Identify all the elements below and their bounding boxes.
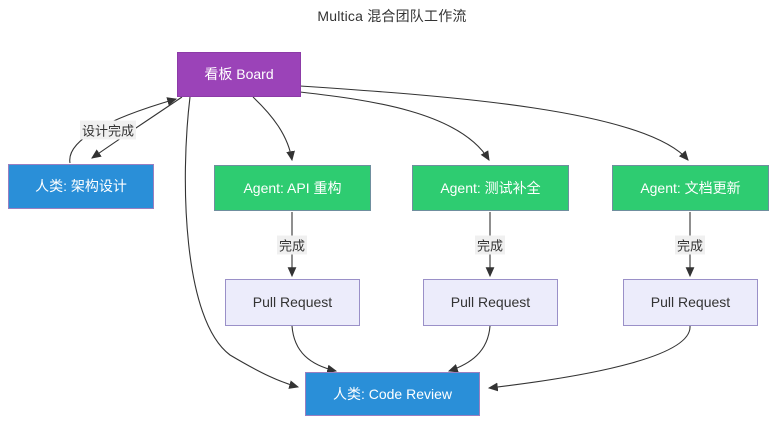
edge-label-done-api: 完成: [276, 235, 308, 255]
edge-board-to-agent-api: [252, 96, 295, 162]
diagram-title: Multica 混合团队工作流: [317, 8, 467, 24]
node-pr-doc[interactable]: Pull Request: [623, 279, 758, 326]
node-agent-api[interactable]: Agent: API 重构: [214, 165, 371, 211]
node-code-review-label: 人类: Code Review: [332, 385, 453, 402]
node-code-review[interactable]: 人类: Code Review: [305, 372, 480, 416]
node-human-arch-label: 人类: 架构设计: [35, 178, 127, 195]
edge-pr-api-to-code-review: [291, 325, 338, 374]
edge-pr-test-to-code-review: [447, 325, 491, 373]
edge-label-design-done: 设计完成: [79, 120, 137, 140]
edge-label-done-doc: 完成: [674, 235, 706, 255]
node-agent-doc-label: Agent: 文档更新: [640, 179, 741, 196]
node-pr-api-label: Pull Request: [252, 294, 333, 311]
node-pr-test[interactable]: Pull Request: [423, 279, 558, 326]
node-agent-doc[interactable]: Agent: 文档更新: [612, 165, 769, 211]
node-board[interactable]: 看板 Board: [177, 52, 301, 97]
node-pr-doc-label: Pull Request: [650, 294, 731, 311]
node-board-label: 看板 Board: [204, 66, 274, 83]
node-pr-api[interactable]: Pull Request: [225, 279, 360, 326]
node-agent-test[interactable]: Agent: 测试补全: [412, 165, 569, 211]
edge-board-to-agent-test: [299, 91, 490, 161]
node-human-arch[interactable]: 人类: 架构设计: [8, 164, 154, 209]
edge-pr-doc-to-code-review: [487, 325, 691, 392]
node-agent-test-label: Agent: 测试补全: [440, 179, 541, 196]
node-agent-api-label: Agent: API 重构: [243, 179, 342, 196]
edge-board-to-code-review: [184, 96, 300, 389]
node-pr-test-label: Pull Request: [450, 294, 531, 311]
edge-label-done-test: 完成: [474, 235, 506, 255]
edge-board-to-agent-doc: [299, 85, 689, 161]
